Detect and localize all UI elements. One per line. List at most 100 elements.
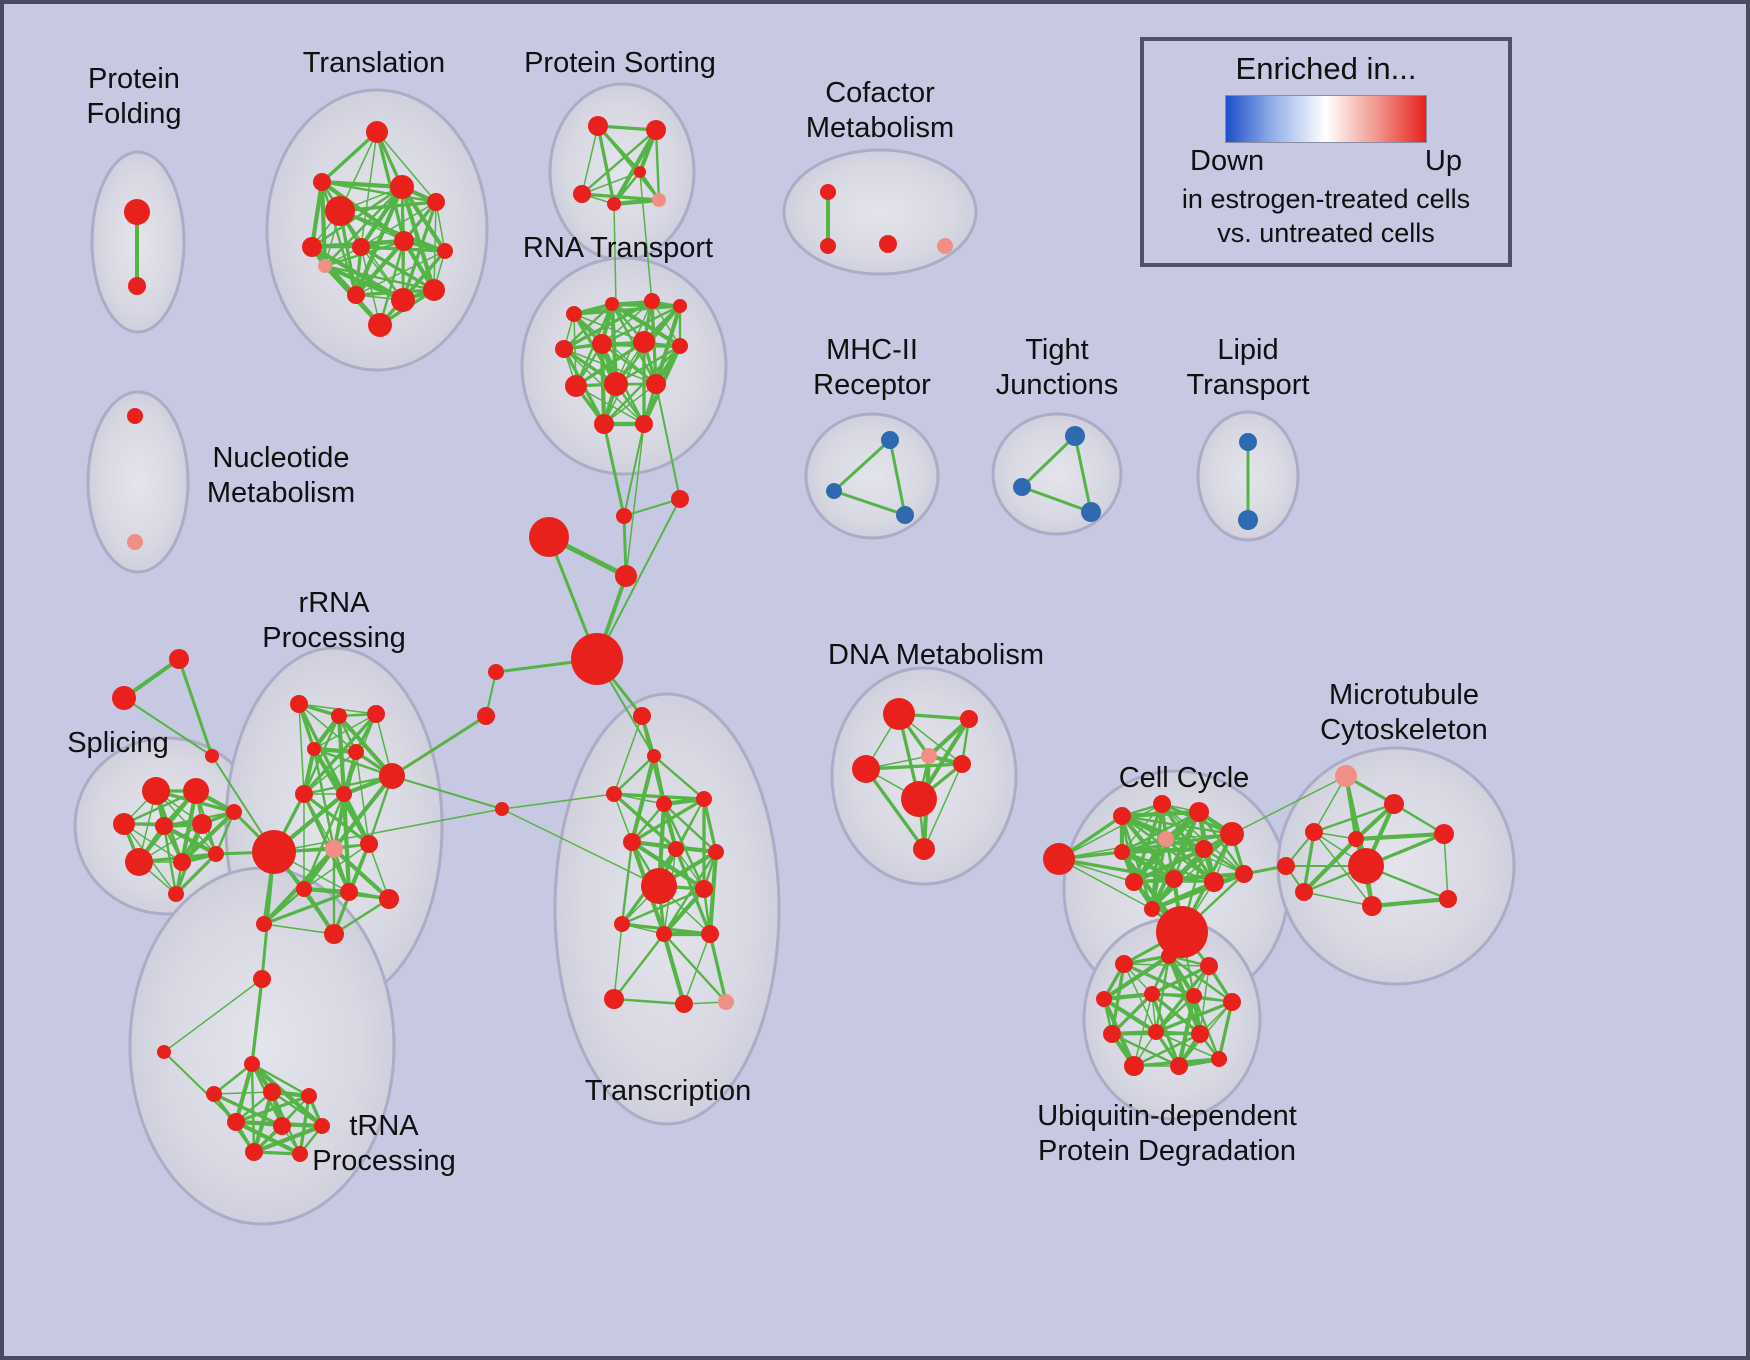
network-edge [623,498,681,517]
gene-set-node-lipid-transport [1238,510,1258,530]
cluster-label-rna-transport: RNA Transport [523,232,713,264]
cluster-label-microtubule-cytoskeleton: Cytoskeleton [1320,714,1488,746]
gene-set-node-trna-processing [273,1117,291,1135]
network-edge [832,489,907,517]
network-edge [310,185,404,249]
gene-set-node-protein-sorting [573,185,591,203]
gene-set-node-transcription [606,786,622,802]
network-edge [620,887,706,926]
network-edge [263,923,335,935]
gene-set-node-rrna-processing [379,889,399,909]
network-edge [1132,1032,1202,1068]
network-edge [302,792,351,894]
gene-set-node-ubiquitin-degradation [1115,955,1133,973]
network-edge [1353,831,1447,842]
network-edge [661,886,707,937]
connector-node [671,490,689,508]
gene-set-node-transcription [675,995,693,1013]
network-edge [1443,833,1449,900]
gene-set-node-rrna-processing [252,830,296,874]
gene-set-node-ubiquitin-degradation [1211,1051,1227,1067]
gene-set-node-trna-processing [314,1118,330,1134]
network-edge [174,852,218,896]
network-edge [376,131,437,203]
network-edge [359,245,436,292]
network-edge [213,1091,273,1095]
network-edge [596,124,642,174]
network-edge [888,438,907,517]
gene-set-node-ubiquitin-degradation [1103,1025,1121,1043]
gene-set-node-transcription [668,841,684,857]
gene-set-node-rrna-processing [336,786,352,802]
gene-set-node-protein-sorting [607,197,621,211]
network-edge [303,843,370,890]
network-edge [623,423,645,517]
network-edge [611,127,659,207]
gene-set-node-translation [427,193,445,211]
network-edge [313,713,377,750]
network-edge [341,791,352,895]
gene-set-node-translation [423,279,445,301]
network-edge [273,808,503,853]
network-edge [611,197,662,207]
legend-subtitle-line2: vs. untreated cells [1217,218,1435,248]
gene-set-node-mhc-ii-receptor [896,506,914,524]
gene-set-node-rna-transport [605,297,619,311]
cluster-label-trna-processing: tRNA [349,1110,419,1142]
network-edge [652,754,706,801]
network-edge [620,840,634,926]
network-edge [574,340,646,388]
gene-set-node-protein-folding [124,199,150,225]
cluster-label-rrna-processing: Processing [262,622,405,654]
network-edge [630,797,706,844]
gene-set-node-rna-transport [604,372,628,396]
gene-set-node-rrna-processing [367,705,385,723]
gene-set-node-cell-cycle [1195,840,1213,858]
gene-set-node-splicing [183,778,209,804]
gene-set-node-splicing [192,814,212,834]
gene-set-node-mhc-ii-receptor [881,431,899,449]
gene-set-node-cell-cycle [1235,865,1253,883]
network-edge [1150,964,1211,996]
network-edge [1101,991,1155,1002]
gene-set-node-nucleotide-metabolism [127,408,143,424]
network-edge [319,179,405,190]
network-edge [378,239,406,327]
network-edge [1154,964,1211,1034]
network-edge [596,124,616,206]
network-edge [323,264,436,292]
connector-node [616,508,632,524]
gene-set-node-protein-sorting [646,120,666,140]
gene-set-node-translation [325,196,355,226]
gene-set-node-rrna-processing [340,883,358,901]
network-edge [122,789,198,826]
network-edge [601,300,653,345]
network-edge [1369,896,1451,909]
network-edge [1154,1000,1234,1034]
gene-set-node-microtubule-cytoskeleton [1348,831,1364,847]
gene-set-node-microtubule-cytoskeleton [1362,896,1382,916]
cluster-label-microtubule-cytoskeleton: Microtubule [1329,679,1479,711]
network-edge [358,184,405,250]
gene-set-node-transcription [708,844,724,860]
gene-set-node-transcription [695,880,713,898]
gene-set-node-microtubule-cytoskeleton [1439,890,1457,908]
network-edge [655,383,681,500]
network-edge [612,997,686,1006]
network-edge [600,304,682,346]
network-edge [212,1062,254,1096]
gene-set-node-rna-transport [635,415,653,433]
network-edge [1149,871,1247,912]
network-edge [580,128,658,196]
cluster-label-tight-junctions: Junctions [996,369,1119,401]
network-edge [581,171,641,195]
cluster-label-ubiquitin-degradation: Ubiquitin-dependent [1037,1100,1297,1132]
gene-set-node-ubiquitin-degradation [1148,1024,1164,1040]
network-edge [399,184,437,293]
network-edge [331,773,395,852]
gene-set-node-transcription [656,926,672,942]
network-edge [250,977,264,1066]
gene-set-node-tight-junctions [1065,426,1085,446]
network-edge [662,802,718,854]
network-edge [303,751,357,795]
